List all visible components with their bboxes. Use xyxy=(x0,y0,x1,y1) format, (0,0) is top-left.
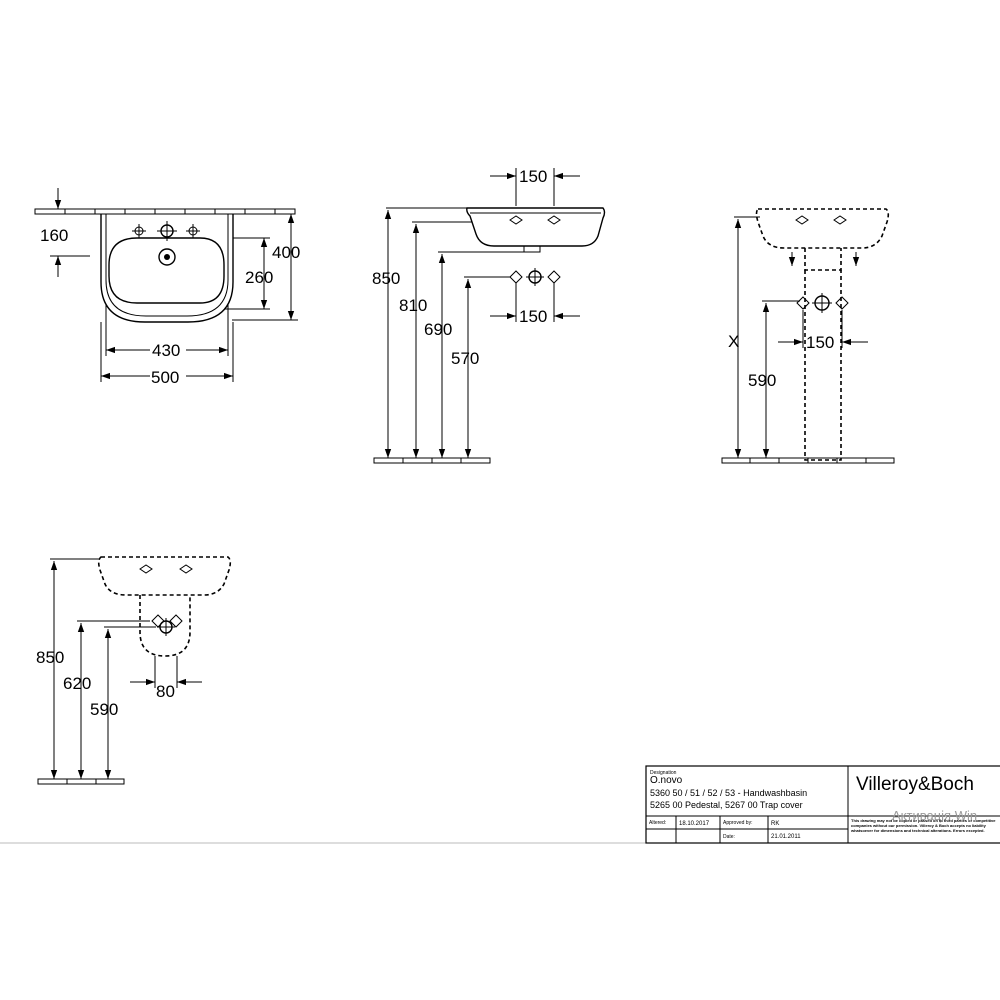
approved-label: Approved by: xyxy=(723,820,752,826)
dim-430: 430 xyxy=(152,341,180,360)
designation-label: Designation xyxy=(650,770,677,776)
dim-590-pedestal: 590 xyxy=(748,371,776,390)
top-view: 160 400 260 430 500 xyxy=(34,188,300,387)
legal-notice: This drawing may not be copied or passed… xyxy=(851,818,996,833)
dim-500: 500 xyxy=(151,368,179,387)
dim-570: 570 xyxy=(451,349,479,368)
dim-160: 160 xyxy=(40,226,68,245)
dim-850-trap: 850 xyxy=(36,648,64,667)
date-label: Date: xyxy=(723,834,735,840)
basin-dashed xyxy=(97,556,232,596)
altered-date: 18.10.2017 xyxy=(679,821,710,827)
dim-150-mid: 150 xyxy=(519,307,547,326)
date-value: 21.01.2011 xyxy=(771,834,801,840)
pedestal-view: X 590 150 xyxy=(721,208,895,464)
trap-cover-dashed xyxy=(139,595,191,657)
dim-690: 690 xyxy=(424,320,452,339)
connection-icon xyxy=(796,293,849,313)
product-line-2: 5265 00 Pedestal, 5267 00 Trap cover xyxy=(650,800,803,810)
connection-icon xyxy=(509,268,561,286)
brand-logo: Villeroy&Boch xyxy=(856,774,974,795)
approved-value: RK xyxy=(771,821,779,827)
dim-260: 260 xyxy=(245,268,273,287)
dim-810: 810 xyxy=(399,296,427,315)
tap-hole-icon xyxy=(139,564,193,574)
tap-hole-icon xyxy=(132,221,200,241)
dim-150-pedestal: 150 xyxy=(806,333,834,352)
dim-80: 80 xyxy=(156,682,175,701)
connection-icon xyxy=(151,614,183,636)
basin-profile xyxy=(466,207,606,247)
floor-strip xyxy=(37,778,125,785)
dim-x: X xyxy=(728,332,739,351)
title-block: Designation O.novo 5360 50 / 51 / 52 / 5… xyxy=(0,765,1000,844)
dim-590-trap: 590 xyxy=(90,700,118,719)
dim-150-top: 150 xyxy=(519,167,547,186)
product-line-1: 5360 50 / 51 / 52 / 53 - Handwashbasin xyxy=(650,788,807,798)
dim-850: 850 xyxy=(372,269,400,288)
tap-hole-icon xyxy=(795,215,847,225)
dim-620: 620 xyxy=(63,674,91,693)
side-view: 150 850 810 690 570 150 xyxy=(372,167,606,464)
floor-strip xyxy=(373,457,491,464)
altered-label: Altered: xyxy=(649,820,666,826)
product-name: O.novo xyxy=(650,775,683,786)
bowl-outline xyxy=(108,237,225,304)
basin-outline xyxy=(100,214,234,323)
trap-cover-view: 850 620 590 80 xyxy=(36,556,232,785)
basin-dashed xyxy=(755,208,890,249)
wall-strip xyxy=(34,208,296,215)
drain-icon xyxy=(158,248,176,266)
pedestal-dashed xyxy=(804,248,842,271)
watermark-text: Активація Win xyxy=(892,808,977,823)
dim-400: 400 xyxy=(272,243,300,262)
tap-hole-icon xyxy=(509,215,561,225)
